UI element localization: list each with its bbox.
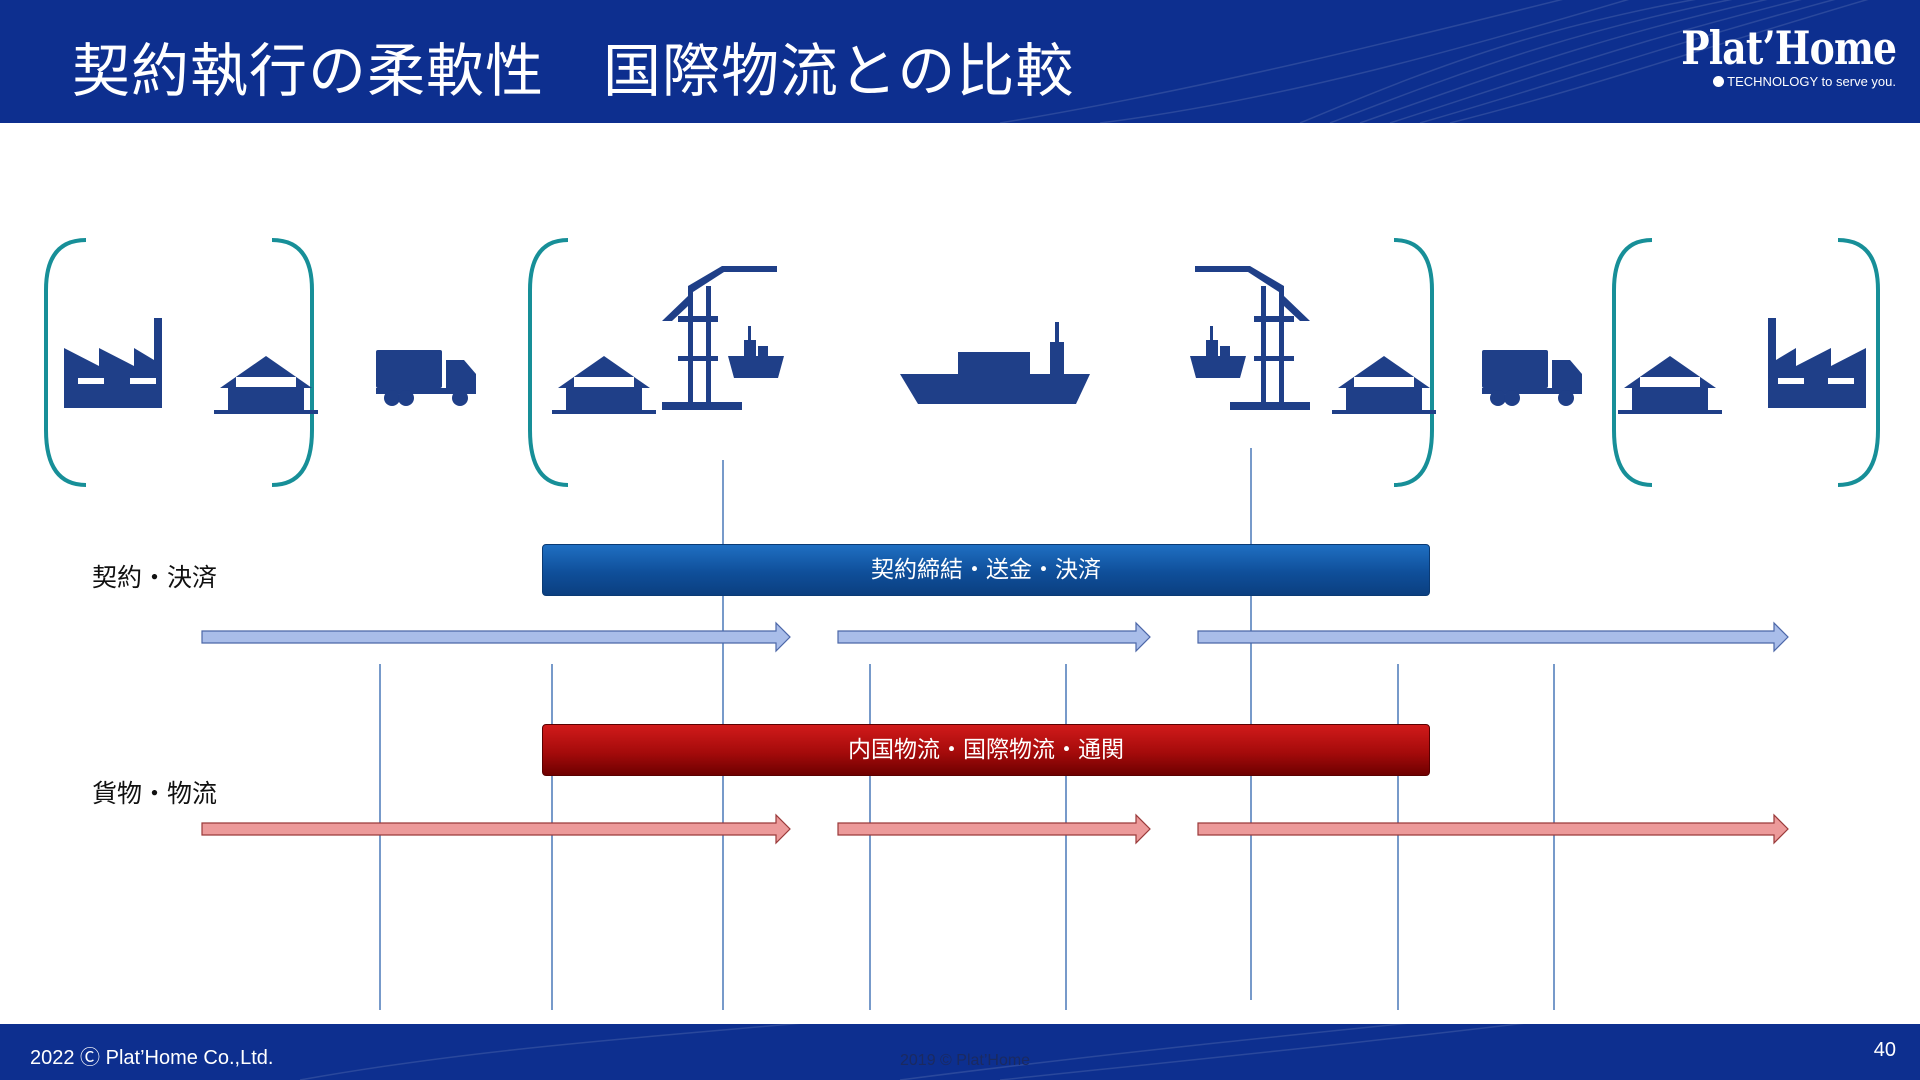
company-logo: Plat’Home TECHNOLOGY to serve you. [1634, 21, 1897, 89]
footer-inner-copyright: 2019 © Plat’Home [900, 1052, 1031, 1069]
footer-wave-pattern [299, 1024, 1525, 1080]
cargo-arrow-2 [837, 813, 1151, 845]
buyer-bracket-right [1837, 238, 1880, 487]
payment-arrow-3 [1197, 621, 1789, 653]
cargo-arrow-1 [201, 813, 791, 845]
truck-icon [376, 350, 476, 406]
import-port-bracket-right [1393, 238, 1434, 487]
header-wave-pattern [999, 0, 1869, 123]
port-crane-icon [662, 266, 777, 410]
export-port-bracket-left [528, 238, 569, 487]
factory-icon [64, 318, 162, 408]
payment-arrows [201, 621, 1789, 653]
truck-icon [1482, 350, 1582, 406]
container-ship-icon [1190, 326, 1246, 378]
seller-bracket-left [44, 238, 87, 487]
container-ship-icon [728, 326, 784, 378]
logo-mark-icon [1713, 76, 1725, 87]
payment-arrow-1 [201, 621, 791, 653]
logo-name: Plat’Home [1680, 21, 1897, 75]
logo-tagline-text: TECHNOLOGY to serve you. [1727, 74, 1896, 89]
slide-footer: 2022 Ⓒ Plat’Home Co.,Ltd. 2019 © Plat’Ho… [0, 1024, 1920, 1080]
cargo-ship-icon [900, 322, 1090, 404]
cargo-arrows [201, 813, 1789, 845]
cargo-arrow-3 [1197, 813, 1789, 845]
slide-header: 契約執行の柔軟性 国際物流との比較 Plat’Home TECHNOLOGY t… [0, 0, 1920, 123]
bracket-group [44, 238, 1880, 487]
page-number: 40 [1873, 1039, 1896, 1061]
payment-arrow-2 [837, 621, 1151, 653]
factory-icon [1768, 318, 1866, 408]
slide-title: 契約執行の柔軟性 国際物流との比較 [72, 37, 1075, 105]
logistics-bar: 内国物流・国際物流・通関 [542, 724, 1430, 776]
row-label-cargo: 貨物・物流 [92, 779, 218, 808]
contract-payment-bar: 契約締結・送金・決済 [542, 544, 1430, 596]
seller-bracket-right [271, 238, 314, 487]
buyer-bracket-left [1612, 238, 1653, 487]
footer-copyright: 2022 Ⓒ Plat’Home Co.,Ltd. [30, 1047, 274, 1069]
row-label-contract: 契約・決済 [92, 563, 218, 592]
logo-tagline: TECHNOLOGY to serve you. [1634, 74, 1896, 89]
